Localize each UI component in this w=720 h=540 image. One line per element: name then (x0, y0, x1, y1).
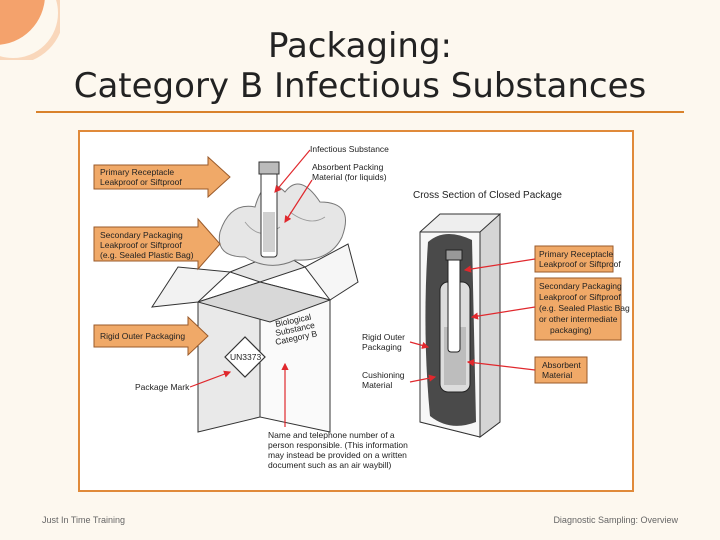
rigid-outer-line-1: Rigid Outer (362, 332, 405, 342)
title-line-1: Packaging: (267, 26, 453, 66)
cushioning-line-2: Material (362, 380, 392, 390)
open-box-illustration: Biological Substance Category B UN3373 (151, 161, 359, 433)
cs-secondary-line-3: (e.g. Sealed Plastic Bag (539, 303, 630, 313)
cushioning-line-1: Cushioning (362, 370, 405, 380)
rigid-outer-packaging-label: Rigid Outer Packaging (100, 331, 185, 341)
cs-secondary-line-1: Secondary Packaging (539, 281, 622, 291)
footer-left: Just In Time Training (42, 515, 126, 525)
secondary-packaging-line-1: Secondary Packaging (100, 230, 183, 240)
secondary-packaging-line-2: Leakproof or Siftproof (100, 240, 182, 250)
package-mark-label: Package Mark (135, 382, 190, 392)
callout-primary-receptacle: Primary Receptacle Leakproof or Siftproo… (93, 155, 231, 199)
title-divider (36, 111, 684, 113)
cs-primary-line-1: Primary Receptacle (539, 249, 613, 259)
slide-title: Packaging: Category B Infectious Substan… (0, 26, 720, 106)
cs-secondary-line-5: packaging) (550, 325, 592, 335)
infectious-substance-label: Infectious Substance (310, 144, 389, 154)
footer-right: Diagnostic Sampling: Overview (553, 515, 678, 525)
cross-section-illustration (419, 212, 501, 438)
absorbent-material-line-2: Material (542, 370, 572, 380)
name-note-line-4: document such as an air waybill) (268, 460, 391, 470)
name-note-line-2: person responsible. (This information (268, 440, 408, 450)
secondary-packaging-line-3: (e.g. Sealed Plastic Bag) (100, 250, 194, 260)
absorbent-material-line-1: Absorbent (542, 360, 581, 370)
callout-cs-primary: Primary Receptacle Leakproof or Siftproo… (463, 245, 621, 273)
cs-secondary-line-4: or other intermediate (539, 314, 618, 324)
rigid-outer-line-2: Packaging (362, 342, 402, 352)
callout-secondary-packaging: Secondary Packaging Leakproof or Siftpro… (93, 217, 221, 271)
callout-cs-secondary: Secondary Packaging Leakproof or Siftpro… (470, 277, 630, 341)
name-note-line-3: may instead be provided on a written (268, 450, 407, 460)
packaging-diagram: Biological Substance Category B UN3373 P… (78, 130, 634, 492)
corner-decoration (0, 0, 60, 60)
absorbent-packing-line-2: Material (for liquids) (312, 172, 387, 182)
title-line-2: Category B Infectious Substances (73, 66, 647, 106)
cross-section-title: Cross Section of Closed Package (413, 190, 562, 201)
callout-rigid-outer-packaging: Rigid Outer Packaging (93, 315, 209, 357)
primary-receptacle-line-1: Primary Receptacle (100, 167, 174, 177)
cs-primary-line-2: Leakproof or Siftproof (539, 259, 621, 269)
callout-absorbent-material: Absorbent Material (466, 356, 588, 384)
absorbent-packing-line-1: Absorbent Packing (312, 162, 384, 172)
cs-secondary-line-2: Leakproof or Siftproof (539, 292, 621, 302)
primary-receptacle-line-2: Leakproof or Siftproof (100, 177, 182, 187)
un-mark-text: UN3373 (230, 352, 261, 362)
name-note-line-1: Name and telephone number of a (268, 430, 395, 440)
un-mark-diamond (224, 336, 266, 378)
